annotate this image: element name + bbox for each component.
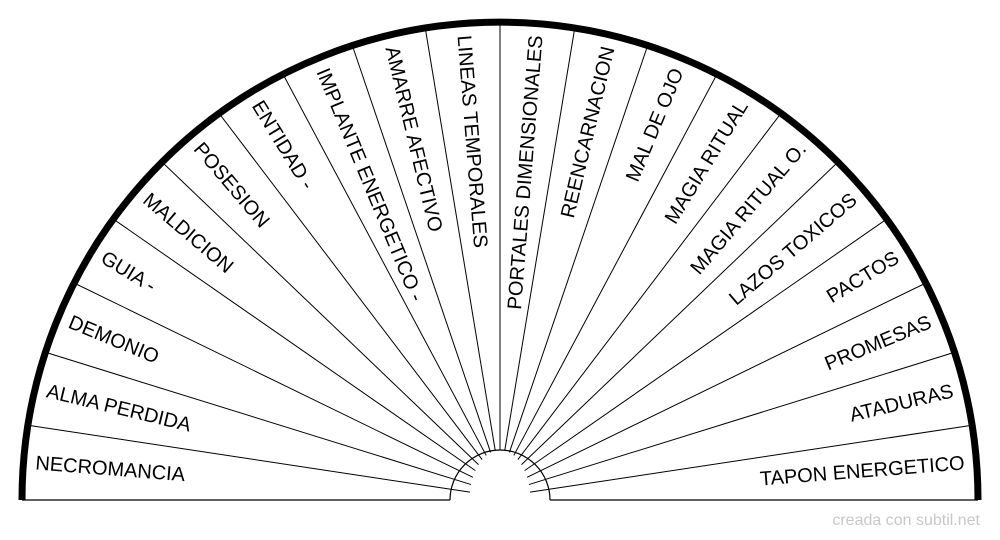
segment-divider bbox=[521, 161, 839, 466]
segment-divider bbox=[113, 218, 476, 472]
segment-label: ATADURAS bbox=[848, 381, 956, 427]
segment-divider bbox=[282, 73, 487, 456]
segment-divider bbox=[517, 112, 782, 460]
segment-label: PACTOS bbox=[823, 247, 903, 308]
segment-divider bbox=[513, 73, 718, 456]
segment-label: POSESION bbox=[189, 139, 274, 233]
segment-label: MAL DE OJO bbox=[622, 65, 688, 185]
segment-label: ENTIDAD - bbox=[247, 97, 318, 194]
segment-label: DEMONIO bbox=[65, 312, 162, 369]
segment-divider bbox=[526, 282, 927, 478]
segment-label: PROMESAS bbox=[822, 312, 935, 376]
segment-divider bbox=[218, 112, 483, 460]
segment-divider bbox=[27, 424, 471, 493]
segment-label: NECROMANCIA bbox=[35, 452, 187, 486]
segment-label: ALMA PERDIDA bbox=[44, 381, 194, 437]
segment-divider bbox=[528, 351, 955, 486]
segment-label: MALDICION bbox=[139, 189, 238, 278]
segment-divider bbox=[524, 218, 887, 472]
segment-label: PORTALES DIMENSIONALES bbox=[504, 35, 548, 311]
inner-arc bbox=[449, 449, 551, 501]
segment-label: TAPON ENERGETICO bbox=[759, 452, 965, 490]
segment-divider bbox=[161, 161, 479, 466]
outer-arc bbox=[18, 18, 982, 501]
segment-divider bbox=[508, 45, 649, 453]
segment-divider bbox=[504, 27, 576, 451]
segment-label: REENCARNACION bbox=[557, 44, 619, 220]
segment-divider bbox=[45, 351, 472, 486]
segment-label: GUIA - bbox=[97, 247, 160, 297]
segment-divider bbox=[351, 45, 492, 453]
segment-dividers bbox=[27, 22, 973, 493]
watermark: creada con subtil.net bbox=[832, 512, 980, 529]
segment-divider bbox=[73, 282, 474, 478]
segment-divider bbox=[529, 424, 973, 493]
segment-divider bbox=[424, 27, 496, 451]
segment-label: LINEAS TEMPORALES bbox=[452, 35, 491, 249]
